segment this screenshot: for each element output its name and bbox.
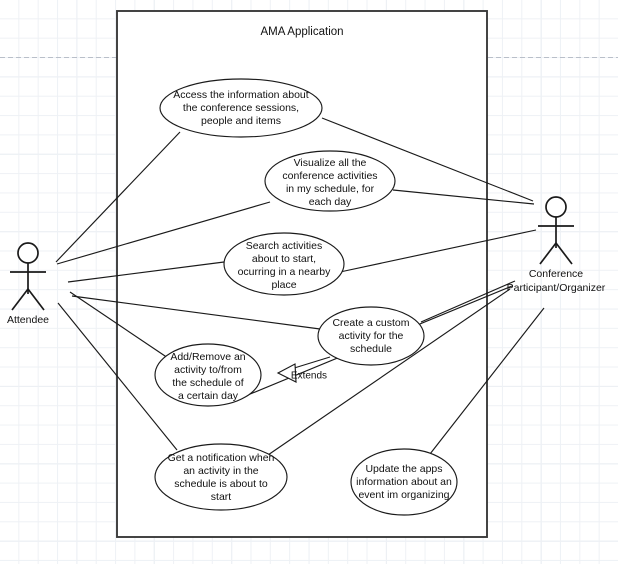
use-case-ellipse[interactable] — [264, 150, 396, 212]
use-case-label-line: the schedule of — [172, 377, 243, 389]
use-case-label-line: schedule is about to — [174, 478, 268, 490]
use-case-label-line: event im organizing — [358, 489, 449, 501]
actor-head-icon — [545, 196, 567, 218]
actor-label-organizer-line2: Participant/Organizer — [507, 282, 606, 294]
use-case-label-line: a certain day — [178, 390, 239, 402]
use-case-label-line: Access the information about — [173, 89, 308, 101]
use-case-label-line: an activity in the — [183, 465, 258, 477]
use-case-label-line: each day — [309, 196, 352, 208]
edge-organizer-update-app-info[interactable] — [429, 307, 545, 455]
actor-leg-left-line — [539, 242, 557, 265]
edge-attendee-add-remove[interactable] — [69, 291, 169, 359]
use-case-label-line: conference activities — [282, 170, 377, 182]
extends-label: Extends — [291, 371, 327, 382]
use-case-update-app-info[interactable]: Update the apps information about an eve… — [350, 448, 458, 516]
actor-leg-right-line — [27, 288, 45, 311]
use-case-ellipse[interactable] — [223, 232, 345, 296]
edge-attendee-visualize[interactable] — [56, 201, 271, 265]
actor-label-organizer-line1: Conference — [529, 268, 583, 280]
association-edges — [55, 117, 545, 456]
use-case-get-notification[interactable]: Get a notification when an activity in t… — [154, 443, 288, 511]
edge-attendee-notification[interactable] — [57, 302, 178, 451]
edge-attendee-access-info[interactable] — [55, 131, 181, 263]
edge-organizer-create-custom[interactable] — [420, 280, 516, 323]
edge-attendee-create-custom[interactable] — [71, 295, 321, 330]
use-case-label-line: in my schedule, for — [286, 183, 375, 195]
edge-organizer-notification[interactable] — [267, 288, 511, 456]
actor-head-icon — [17, 242, 39, 264]
use-case-add-remove-activity[interactable]: Add/Remove an activity to/from the sched… — [154, 343, 262, 407]
use-case-label-line: Get a notification when — [168, 452, 275, 464]
edge-organizer-visualize[interactable] — [392, 189, 535, 205]
actor-leg-left-line — [11, 288, 29, 311]
use-case-label-line: Search activities — [246, 240, 322, 252]
actor-leg-right-line — [555, 242, 573, 265]
actor-attendee[interactable]: Attendee — [7, 242, 49, 326]
relationship-extends[interactable]: Extends — [276, 356, 331, 383]
system-boundary-title: AMA Application — [260, 26, 343, 38]
edge-attendee-search[interactable] — [67, 261, 225, 283]
extends-arrowhead-triangle — [276, 363, 297, 383]
use-case-visualize-activities[interactable]: Visualize all the conference activities … — [264, 150, 396, 212]
use-case-access-info[interactable]: Access the information about the confere… — [159, 78, 323, 138]
use-case-ellipse[interactable] — [154, 443, 288, 511]
use-case-label-line: Create a custom — [332, 317, 409, 329]
use-case-label-line: information about an — [356, 476, 452, 488]
use-case-label-line: Add/Remove an — [170, 351, 245, 363]
use-case-label-line: about to start, — [252, 253, 316, 265]
use-case-label-line: ocurring in a nearby — [238, 266, 332, 278]
use-case-label-line: the conference sessions, — [183, 102, 299, 114]
use-case-ellipse[interactable] — [317, 306, 425, 366]
use-case-label-line: activity to/from — [174, 364, 242, 376]
use-case-ellipse[interactable] — [350, 448, 458, 516]
use-case-search-activities[interactable]: Search activities about to start, ocurri… — [223, 232, 345, 296]
use-case-label-line: Visualize all the — [294, 157, 367, 169]
use-case-label-line: start — [211, 491, 232, 503]
edge-organizer-access-info[interactable] — [321, 117, 534, 202]
edge-organizer-search[interactable] — [339, 229, 537, 273]
use-case-label-line: people and items — [201, 115, 281, 127]
use-case-ellipse[interactable] — [159, 78, 323, 138]
use-case-create-custom-activity[interactable]: Create a custom activity for the schedul… — [317, 306, 425, 366]
use-case-ellipse[interactable] — [154, 343, 262, 407]
use-case-label-line: schedule — [350, 343, 392, 355]
actor-label-attendee: Attendee — [7, 314, 49, 326]
use-case-label-line: place — [271, 279, 296, 291]
actor-conference-participant-organizer[interactable]: Conference Participant/Organizer — [507, 196, 606, 294]
use-case-label-line: Update the apps — [365, 463, 442, 475]
use-case-label-line: activity for the — [339, 330, 404, 342]
